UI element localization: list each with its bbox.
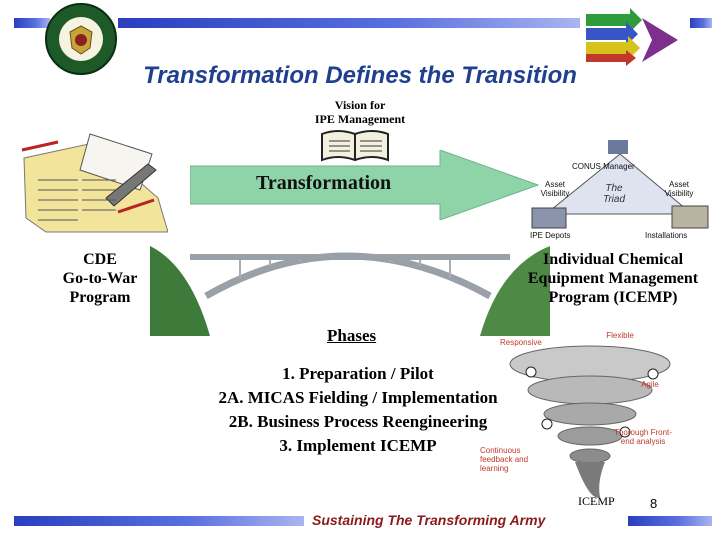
cde-line-2: Go-to-War: [62, 270, 138, 287]
vision-line-2: IPE Management: [314, 112, 406, 126]
triad-graphic: [526, 138, 716, 242]
book-icon: [320, 128, 390, 164]
installations-label: Installations: [645, 231, 688, 240]
flexible-label: Flexible: [606, 331, 634, 340]
cde-program-label: CDE Go-to-War Program: [40, 250, 160, 307]
thorough-analysis-label: Thorough Front-end analysis: [614, 428, 672, 446]
asset-visibility-left: Asset Visibility: [540, 180, 570, 198]
asset-visibility-right: Asset Visibility: [664, 180, 694, 198]
icemp-line-1: Individual Chemical: [542, 251, 684, 268]
phase-item: 2B. Business Process Reengineering: [228, 412, 488, 431]
bridge-graphic: [150, 226, 550, 336]
responsive-label: Responsive: [500, 338, 542, 347]
footer-bar-right: [628, 516, 712, 526]
phases-heading: Phases: [327, 326, 377, 345]
footer-bar-left: [14, 516, 304, 526]
footer-slogan: Sustaining The Transforming Army: [312, 512, 546, 528]
continuous-feedback-label: Continuous feedback and learning: [480, 446, 529, 473]
vision-caption: Vision for IPE Management: [290, 98, 430, 126]
ipe-depots-label: IPE Depots: [530, 231, 571, 240]
header-bar-middle: [118, 18, 580, 28]
phase-item: 1. Preparation / Pilot: [282, 364, 434, 383]
cde-line-1: CDE: [83, 251, 117, 268]
header-bar-left: [14, 18, 50, 28]
icemp-program-label: Individual Chemical Equipment Management…: [508, 250, 718, 307]
icemp-label: ICEMP: [578, 494, 615, 508]
cde-line-3: Program: [69, 289, 131, 306]
agile-label: Agile: [641, 380, 659, 389]
phase-item: 2A. MICAS Fielding / Implementation: [218, 388, 498, 407]
header-bar-right: [690, 18, 712, 28]
page-title: Transformation Defines the Transition: [143, 62, 577, 89]
page-number: 8: [650, 496, 658, 511]
colored-arrows-logo: [582, 6, 682, 66]
phases-list: 1. Preparation / Pilot 2A. MICAS Fieldin…: [188, 362, 528, 458]
tornado-graphic: [505, 342, 675, 502]
transformation-arrow: [189, 149, 540, 221]
vision-line-1: Vision for: [334, 98, 386, 112]
icemp-line-2: Equipment Management: [527, 270, 699, 287]
early-deployers-paper-graphic: [18, 128, 169, 238]
transformation-label: Transformation: [256, 172, 392, 194]
triad-center-label: The Triad: [602, 183, 626, 205]
phase-item: 3. Implement ICEMP: [279, 436, 437, 455]
conus-manager-label: CONUS Manager: [572, 162, 635, 171]
icemp-line-3: Program (ICEMP): [548, 289, 678, 306]
army-seal-logo: [44, 2, 118, 76]
